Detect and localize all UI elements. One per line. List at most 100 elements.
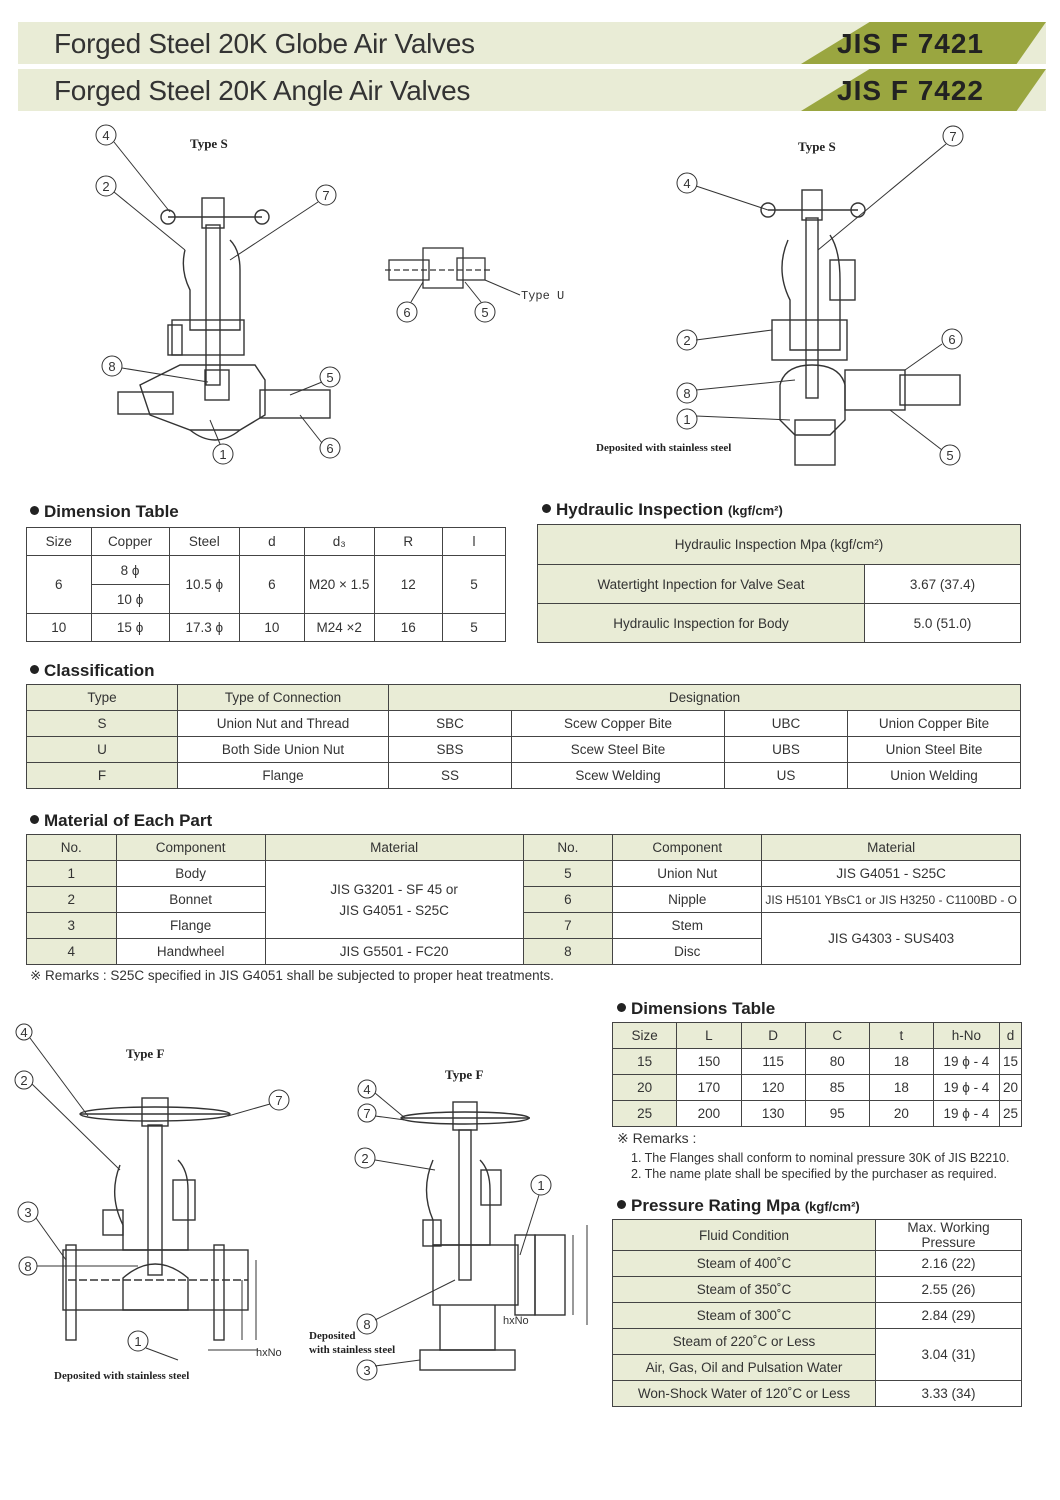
class-cell: Union Nut and Thread — [177, 710, 389, 737]
mat-cell: 2 — [26, 886, 117, 913]
dim-header-d: d — [238, 527, 305, 556]
mat-cell: 4 — [26, 938, 117, 965]
dim2-header: Size — [611, 1022, 678, 1049]
dim-cell: 5 — [441, 555, 507, 614]
dim2-cell: 120 — [740, 1074, 806, 1101]
mat-cell: 3 — [26, 912, 117, 939]
hydraulic-label: Hydraulic Inspection for Body — [537, 603, 865, 643]
class-cell: SBS — [388, 736, 512, 763]
dim2-cell: 25 — [998, 1100, 1023, 1127]
dim-cell: 8 ϕ — [90, 555, 170, 585]
svg-text:4: 4 — [102, 128, 109, 143]
mat-cell: JIS G5501 - FC20 — [264, 938, 524, 965]
dim2-header: D — [740, 1022, 806, 1049]
dim-cell: 10 — [238, 613, 305, 642]
dim-cell: M24 ×2 — [303, 613, 375, 642]
class-cell: Both Side Union Nut — [177, 736, 389, 763]
class-cell: Union Welding — [847, 762, 1021, 789]
mat-cell: Union Nut — [612, 860, 763, 887]
pressure-value: 2.84 (29) — [875, 1302, 1022, 1329]
svg-text:8: 8 — [108, 359, 115, 374]
type-s-label-right: Type S — [798, 139, 836, 154]
class-cell: US — [724, 762, 848, 789]
dim-cell: 10.5 ϕ — [168, 555, 240, 614]
pressure-value: 3.33 (34) — [875, 1380, 1022, 1407]
mat-cell: Stem — [612, 912, 763, 939]
dim2-cell: 20 — [611, 1074, 678, 1101]
dim2-header: L — [676, 1022, 742, 1049]
dim2-cell: 85 — [804, 1074, 870, 1101]
dim2-cell: 95 — [804, 1100, 870, 1127]
type-f-label-left: Type F — [126, 1046, 165, 1061]
pressure-cond: Won-Shock Water of 120˚C or Less — [612, 1380, 876, 1407]
dim2-cell: 115 — [740, 1048, 806, 1075]
pressure-value: 2.16 (22) — [875, 1250, 1022, 1277]
svg-text:6: 6 — [403, 305, 410, 320]
svg-text:6: 6 — [326, 441, 333, 456]
type-s-label-left: Type S — [190, 136, 228, 151]
material-remark: ※ Remarks : S25C specified in JIS G4051 … — [30, 968, 554, 983]
dim2-cell: 20 — [998, 1074, 1023, 1101]
dim-cell: 5 — [441, 613, 507, 642]
mat-header: Component — [115, 834, 266, 861]
svg-text:4: 4 — [20, 1025, 27, 1040]
class-cell: Scew Welding — [511, 762, 725, 789]
hydraulic-title: Hydraulic Inspection (kgf/cm²) — [542, 500, 783, 520]
dim-cell: M20 × 1.5 — [303, 555, 375, 614]
page-title-angle: Forged Steel 20K Angle Air Valves — [54, 75, 471, 106]
class-cell: S — [26, 710, 178, 737]
pressure-cond: Steam of 400˚C — [612, 1250, 876, 1277]
classification-title: Classification — [30, 661, 155, 681]
mat-cell: 8 — [522, 938, 614, 965]
mat-header: No. — [26, 834, 117, 861]
type-u-label: Type U — [521, 289, 565, 303]
deposited-label-right: Deposited with stainless steel — [596, 442, 732, 454]
svg-text:1: 1 — [134, 1334, 141, 1349]
mat-header: Component — [612, 834, 763, 861]
pressure-value-merged: 3.04 (31) — [875, 1328, 1022, 1381]
pressure-cond: Air, Gas, Oil and Pulsation Water — [612, 1354, 876, 1381]
hxno-label-mid: hxNo — [503, 1315, 529, 1327]
dim2-header: t — [868, 1022, 934, 1049]
dim2-cell: 19 ϕ - 4 — [932, 1074, 1000, 1101]
hydraulic-header: Hydraulic Inspection Mpa (kgf/cm²) — [537, 524, 1021, 565]
class-cell: UBC — [724, 710, 848, 737]
svg-text:7: 7 — [275, 1093, 282, 1108]
type-f-label-right: Type F — [445, 1067, 484, 1082]
header-band-angle: Forged Steel 20K Angle Air Valves JIS F … — [18, 69, 1046, 111]
dim2-cell: 19 ϕ - 4 — [932, 1048, 1000, 1075]
svg-text:2: 2 — [102, 179, 109, 194]
class-cell: Scew Steel Bite — [511, 736, 725, 763]
dim2-cell: 15 — [611, 1048, 678, 1075]
mat-header: Material — [761, 834, 1021, 861]
class-cell: UBS — [724, 736, 848, 763]
svg-text:7: 7 — [363, 1106, 370, 1121]
header-band-globe: Forged Steel 20K Globe Air Valves JIS F … — [18, 22, 1046, 64]
mat-cell: Disc — [612, 938, 763, 965]
svg-text:1: 1 — [219, 447, 226, 462]
mat-cell: JIS H5101 YBsC1 or JIS H3250 - C1100BD -… — [761, 886, 1021, 913]
svg-text:8: 8 — [683, 386, 690, 401]
dim-cell: 15 ϕ — [90, 613, 170, 642]
svg-text:5: 5 — [326, 370, 333, 385]
dim-cell: 10 ϕ — [90, 584, 170, 614]
dim-cell: 6 — [238, 555, 305, 614]
pressure-value: 2.55 (26) — [875, 1276, 1022, 1303]
class-cell: Flange — [177, 762, 389, 789]
dimensions-table2-title: Dimensions Table — [617, 999, 775, 1019]
dim-cell: 16 — [373, 613, 443, 642]
dim2-cell: 130 — [740, 1100, 806, 1127]
class-cell: F — [26, 762, 178, 789]
dim2-cell: 19 ϕ - 4 — [932, 1100, 1000, 1127]
mat-cell: Body — [115, 860, 266, 887]
hydraulic-value: 3.67 (37.4) — [864, 564, 1021, 604]
dim-header-d3: d₃ — [303, 527, 375, 556]
class-header-designation: Designation — [388, 684, 1021, 711]
mat-header: No. — [522, 834, 614, 861]
mat-cell: 7 — [522, 912, 614, 939]
dim2-cell: 25 — [611, 1100, 678, 1127]
class-cell: SS — [388, 762, 512, 789]
